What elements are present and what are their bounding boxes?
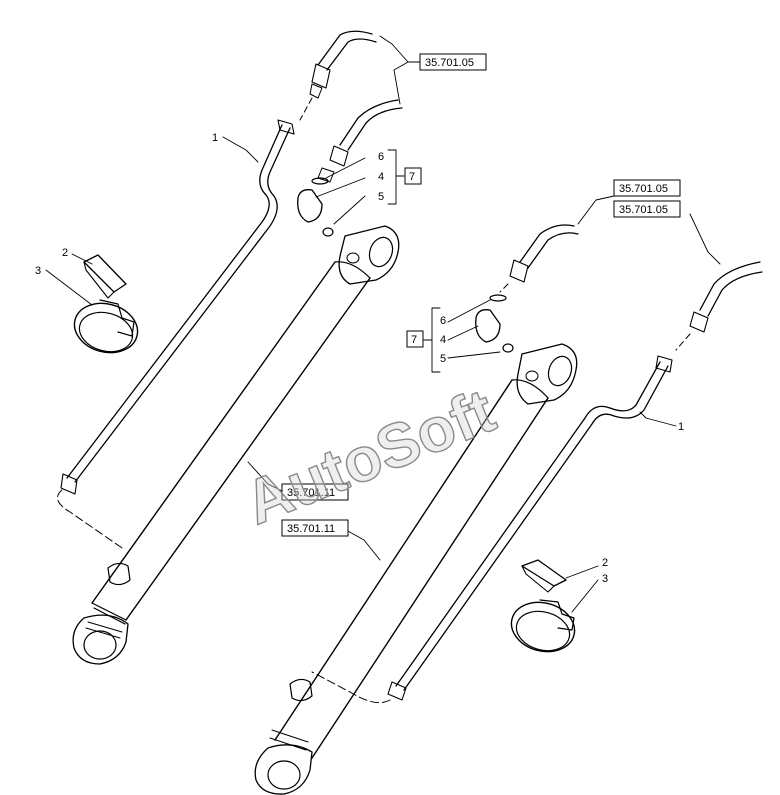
hydraulic-cylinder-left: [72, 225, 400, 665]
item-2-right-label: 2: [602, 557, 608, 569]
hose-right-lower: [675, 261, 763, 351]
ref-box-b-bottom: [613, 200, 681, 218]
hose-clamp-left: [73, 299, 139, 354]
oring-5-left: [322, 227, 334, 237]
ref-b-top: 35.701.05: [619, 183, 668, 195]
item-5-left-label: 5: [378, 191, 384, 203]
ref-box-a-top: [419, 53, 487, 71]
assembly-right: 1 2 3 6 4 5 7 35.701.05 35.701.05 35.701…: [254, 179, 763, 795]
item-6-left-label: 6: [378, 151, 384, 163]
ref-box-a-cyl: [281, 483, 349, 501]
kit-7-right-label: 7: [411, 334, 417, 346]
item-6-right-label: 6: [440, 315, 446, 327]
item-1-left-label: 1: [212, 132, 218, 144]
callouts-right: [345, 195, 721, 613]
hose-clamp-right: [510, 599, 576, 653]
item-3-right-label: 3: [602, 573, 608, 585]
item-4-right-label: 4: [440, 334, 446, 346]
ref-box-b-cyl: [281, 519, 349, 537]
ref-b-cyl: 35.701.11: [287, 523, 335, 535]
ref-a-cyl: 35.701.11: [287, 487, 335, 499]
hose-right-upper: [499, 224, 579, 293]
fitting-group-left: [297, 177, 334, 237]
item-1-right-label: 1: [678, 421, 684, 433]
item-4-left-label: 4: [378, 171, 384, 183]
seal-6-right: [489, 294, 507, 302]
watermark: AutoSoft: [236, 376, 504, 538]
item-3-left-label: 3: [35, 265, 41, 277]
hose-left-upper: [299, 30, 377, 121]
clip-left: [83, 254, 127, 299]
callouts-left: [45, 35, 421, 492]
ref-a-top: 35.701.05: [425, 57, 474, 69]
clip-right: [521, 559, 567, 593]
oring-5-right: [502, 343, 514, 353]
elbow-4-right: [475, 309, 501, 343]
elbow-4-left: [297, 189, 323, 223]
kit-7-right-box: [406, 330, 424, 348]
ref-b-bottom: 35.701.05: [619, 204, 668, 216]
kit-7-left-box: [404, 167, 422, 185]
item-5-right-label: 5: [440, 353, 446, 365]
rigid-pipe-left: [57, 119, 295, 551]
kit-7-left-label: 7: [409, 171, 415, 183]
fitting-group-right: [475, 294, 514, 353]
hydraulic-cylinder-right: [254, 343, 578, 795]
item-2-left-label: 2: [62, 247, 68, 259]
assembly-left: 1 2 3 6 4 5 7 35.701.05 35.701.11: [35, 30, 487, 665]
ref-box-b-top: [613, 179, 681, 197]
seal-6-left: [311, 177, 329, 185]
rigid-pipe-right: [311, 355, 673, 704]
hose-left-lower: [317, 99, 403, 183]
